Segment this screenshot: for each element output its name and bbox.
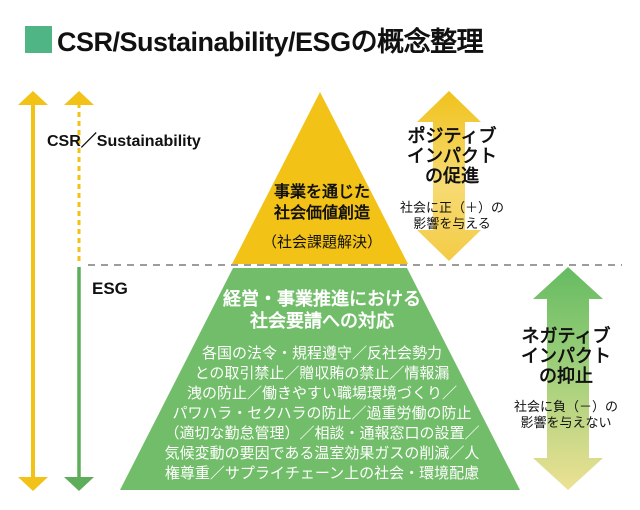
esg-span-arrow-down-icon: [64, 477, 94, 491]
pyramid-bottom-trapezoid: [120, 268, 520, 490]
csr-span-arrow-up-icon: [18, 91, 48, 105]
pyramid-bottom-heading-line2: 社会要請への対応: [250, 311, 394, 331]
pyramid-body-line: 各国の法令・規程遵守／反社会勢力: [201, 345, 442, 362]
page-title: CSR/Sustainability/ESGの概念整理: [57, 27, 484, 57]
positive-impact-arrow-icon: [417, 91, 481, 261]
negative-impact-title-line: ネガティブ: [521, 326, 611, 346]
positive-impact-title: ポジティブ インパクト の促進: [389, 126, 515, 186]
pyramid-top-text: 事業を通じた 社会価値創造 （社会課題解決）: [222, 182, 422, 252]
pyramid-body-line: との取引禁止／贈収賄の禁止／情報漏: [194, 365, 450, 382]
green-square-icon: [25, 26, 52, 53]
pyramid-body-line: （適切な勤怠管理）／相談・通報窓口の設置／: [164, 425, 480, 442]
pyramid-bottom-heading-line1: 経営・事業推進における: [223, 289, 421, 309]
negative-impact-arrow-icon: [533, 267, 603, 490]
esg-span-arrow-up-icon: [64, 91, 94, 105]
esg-span-arrow: [64, 91, 94, 491]
negative-impact-desc-line: 社会に負（－）の: [513, 399, 618, 414]
csr-sustainability-label: CSR／Sustainability: [47, 133, 201, 150]
negative-impact-title-line: インパクト: [521, 346, 611, 366]
page-title-row: CSR/Sustainability/ESGの概念整理: [25, 20, 484, 59]
pyramid-top-heading-line1: 事業を通じた: [273, 184, 370, 201]
pyramid-body-line: 気候変動の要因である温室効果ガスの削減／人: [164, 445, 480, 462]
pyramid-body-line: 洩の防止／働きやすい職場環境づくり／: [186, 385, 457, 402]
pyramid-top-heading-line2: 社会価値創造: [273, 205, 370, 222]
pyramid-body-line: 権尊重／サプライチェーン上の社会・環境配慮: [164, 465, 480, 482]
esg-label: ESG: [92, 279, 128, 298]
positive-impact-desc-line: 社会に正（＋）の: [399, 200, 504, 215]
csr-span-arrow: [18, 91, 48, 491]
pyramid-bottom-heading: 経営・事業推進における 社会要請への対応: [162, 288, 482, 332]
negative-impact-title: ネガティブ インパクト の抑止: [505, 326, 627, 386]
pyramid-body-line: パワハラ・セクハラの防止／過重労働の防止: [172, 405, 472, 422]
pyramid-top-triangle: [232, 92, 408, 264]
positive-impact-desc: 社会に正（＋）の 影響を与える: [389, 200, 515, 232]
csr-span-arrow-down-icon: [18, 477, 48, 491]
positive-impact-title-line: インパクト: [407, 146, 497, 166]
positive-impact-title-line: の促進: [425, 166, 479, 186]
pyramid-top-subheading: （社会課題解決）: [261, 234, 382, 251]
negative-impact-title-line: の抑止: [539, 366, 593, 386]
negative-impact-desc: 社会に負（－）の 影響を与えない: [499, 399, 633, 431]
positive-impact-title-line: ポジティブ: [407, 126, 497, 146]
pyramid-bottom-body: 各国の法令・規程遵守／反社会勢力 との取引禁止／贈収賄の禁止／情報漏 洩の防止／…: [118, 344, 526, 484]
negative-impact-desc-line: 影響を与えない: [520, 415, 612, 430]
positive-impact-desc-line: 影響を与える: [413, 216, 491, 231]
